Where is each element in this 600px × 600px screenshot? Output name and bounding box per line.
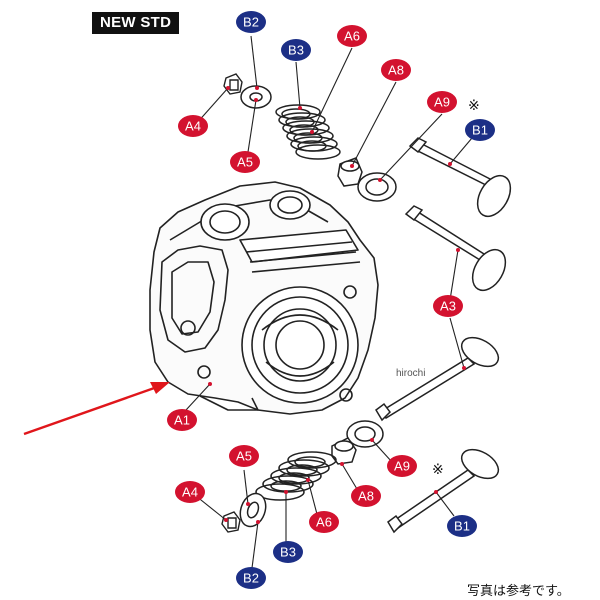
- cotter-a4-top: [223, 73, 243, 95]
- callout-text: A3: [440, 299, 456, 314]
- callout-a3: A3: [433, 295, 463, 317]
- callout-text: B2: [243, 571, 259, 586]
- callout-a6-top: A6: [337, 25, 367, 47]
- a9-top-mark: ※: [468, 98, 480, 114]
- callout-a8-top: A8: [381, 59, 411, 81]
- watermark-text: hirochi: [396, 368, 426, 379]
- callout-text: A8: [388, 63, 404, 78]
- callout-bubble: [175, 481, 205, 503]
- callout-text: B3: [288, 43, 304, 58]
- callout-bubble: [236, 11, 266, 33]
- callout-bubble: [447, 515, 477, 537]
- callout-text: B2: [243, 15, 259, 30]
- callout-bubble: [281, 39, 311, 61]
- callout-a5-bot: A5: [229, 445, 259, 467]
- callout-b1-bot: B1: [447, 515, 477, 537]
- callout-bubble: [387, 455, 417, 477]
- callout-b1-top: B1: [465, 119, 495, 141]
- callout-text: B1: [454, 519, 470, 534]
- callout-bubble: [230, 151, 260, 173]
- callout-bubble: [273, 541, 303, 563]
- spring-a6-top: [281, 108, 327, 152]
- callout-a4-bot: A4: [175, 481, 205, 503]
- callout-text: A6: [344, 29, 360, 44]
- washer-a9-top: [357, 172, 397, 202]
- cylinder-head: [149, 181, 379, 415]
- callout-bubble: [178, 115, 208, 137]
- leader-dots: [208, 86, 466, 524]
- callout-text: A4: [182, 485, 198, 500]
- spring-b3-bottom: [255, 451, 337, 501]
- valve-b1-bottom: [387, 448, 500, 534]
- seal-a8-top: [337, 157, 363, 187]
- callout-text: A5: [236, 449, 252, 464]
- callout-bubble: [351, 485, 381, 507]
- callout-text: A5: [237, 155, 253, 170]
- callout-a6-bot: A6: [309, 511, 339, 533]
- callout-a8-bot: A8: [351, 485, 381, 507]
- callout-text: B3: [280, 545, 296, 560]
- callout-text: A8: [358, 489, 374, 504]
- new-std-badge: NEW STD: [92, 12, 180, 34]
- washer-a9-bottom: [346, 420, 384, 448]
- footnote-text: 写真は参考です。: [467, 584, 570, 599]
- valve-a3-upper: [404, 205, 507, 292]
- callout-text: A6: [316, 515, 332, 530]
- a9-bottom-mark: ※: [432, 462, 444, 478]
- callout-a9-top: A9: [427, 91, 457, 113]
- callout-b3-top: B3: [281, 39, 311, 61]
- callout-bubble: [433, 295, 463, 317]
- valve-b1-top: [408, 137, 512, 218]
- callout-bubble: [381, 59, 411, 81]
- seal-a8-bottom: [331, 437, 357, 465]
- retainer-a5-top: [240, 85, 272, 109]
- callout-bubble: [167, 409, 197, 431]
- callout-bubble: [229, 445, 259, 467]
- callout-a1: A1: [167, 409, 197, 431]
- callout-text: A1: [174, 413, 190, 428]
- callout-bubble: [465, 119, 495, 141]
- valve-a3-lower: [375, 336, 500, 422]
- callout-bubble: [236, 567, 266, 589]
- callout-b3-bot: B3: [273, 541, 303, 563]
- callout-text: A4: [185, 119, 201, 134]
- callout-text: A9: [434, 95, 450, 110]
- callout-bubble: [337, 25, 367, 47]
- callout-b2-bot: B2: [236, 567, 266, 589]
- leader-lines: [185, 35, 473, 569]
- cotter-a4-bottom: [221, 511, 241, 533]
- callout-bubble: [427, 91, 457, 113]
- callout-b2-top: B2: [236, 11, 266, 33]
- callout-text: A9: [394, 459, 410, 474]
- callout-a5-top: A5: [230, 151, 260, 173]
- retainer-a5-bottom: [239, 492, 267, 528]
- red-arrow: [23, 382, 170, 436]
- callout-a4-top: A4: [178, 115, 208, 137]
- callout-a9-bot: A9: [387, 455, 417, 477]
- callout-bubble: [309, 511, 339, 533]
- callout-text: B1: [472, 123, 488, 138]
- spring-a6-bottom: [270, 456, 326, 492]
